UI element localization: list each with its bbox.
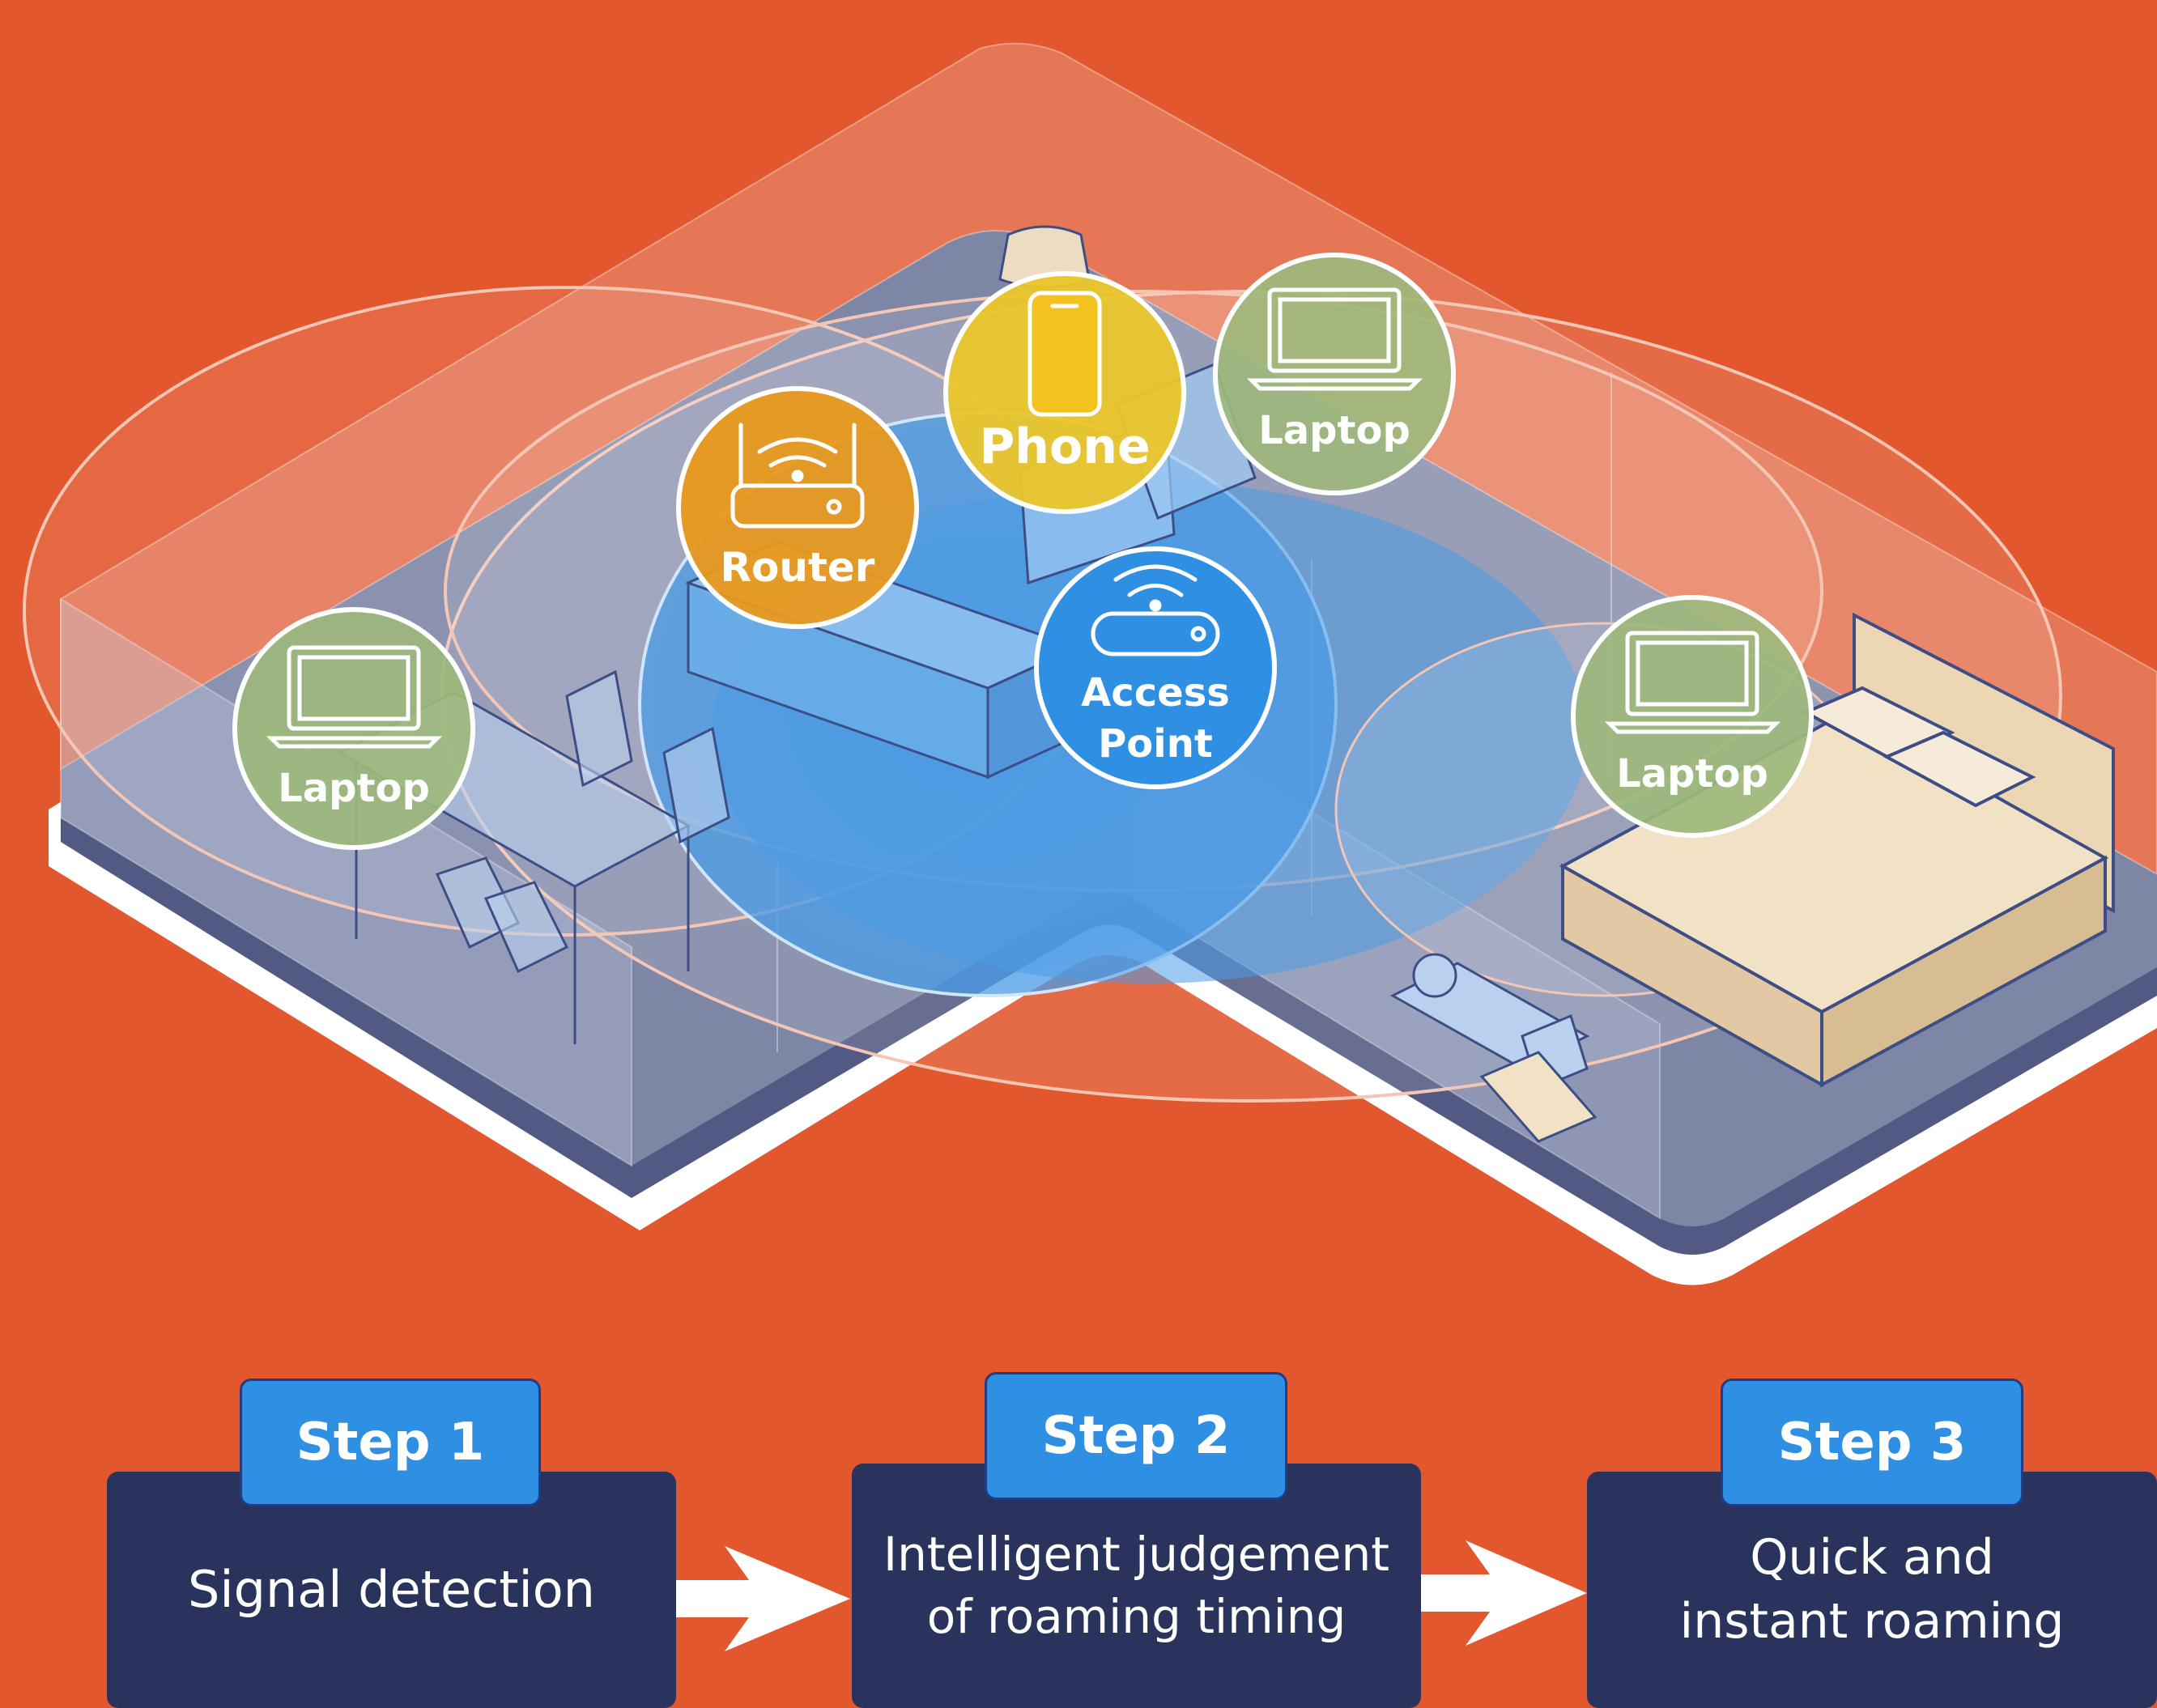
step-3-text-line2: instant roaming [1679, 1593, 2065, 1650]
phone-label: Phone [979, 419, 1150, 475]
step-2-tab: Step 2 [985, 1372, 1287, 1500]
router-icon [730, 423, 865, 529]
step-3-tab-label: Step 3 [1777, 1413, 1967, 1472]
house-roof [60, 42, 2157, 876]
step-1-box: Signal detection [107, 1472, 676, 1708]
laptop-right-node[interactable]: Laptop [1571, 595, 1814, 838]
arrow-step1-to-step2 [676, 1546, 850, 1651]
access-point-label-line2: Point [1098, 721, 1213, 767]
rug [1479, 1051, 1598, 1143]
arrow-step2-to-step3 [1421, 1540, 1587, 1646]
step-3-box: Quick and instant roaming [1587, 1472, 2157, 1708]
step-1-tab-label: Step 1 [296, 1413, 485, 1472]
step-2-tab-label: Step 2 [1041, 1406, 1231, 1466]
laptop-left-label: Laptop [278, 766, 430, 811]
router-node[interactable]: Router [676, 386, 919, 629]
laptop-left-node[interactable]: Laptop [232, 607, 475, 850]
access-point-node[interactable]: Access Point [1034, 546, 1277, 789]
laptop-icon [1604, 631, 1781, 734]
phone-node[interactable]: Phone [943, 271, 1186, 514]
laptop-icon [266, 645, 443, 749]
step-2-box: Intelligent judgement of roaming timing [852, 1464, 1421, 1708]
bed [1559, 612, 2115, 1088]
step-3-tab: Step 3 [1721, 1379, 2023, 1506]
step-3-text-line1: Quick and [1750, 1528, 1994, 1586]
step-2-text-line2: of roaming timing [926, 1589, 1347, 1644]
access-point-icon [1091, 564, 1220, 656]
house-wall-left [60, 597, 632, 1167]
laptop-top-node[interactable]: Laptop [1213, 253, 1456, 495]
router-label: Router [721, 544, 875, 591]
access-point-label-line1: Access [1081, 670, 1230, 716]
laptop-right-label: Laptop [1616, 751, 1768, 797]
phone-icon [1027, 291, 1102, 417]
step-1-text: Signal detection [188, 1560, 595, 1620]
step-2-text-line1: Intelligent judgement [883, 1527, 1389, 1583]
step-1-tab: Step 1 [240, 1379, 541, 1506]
laptop-icon [1246, 287, 1423, 391]
laptop-top-label: Laptop [1258, 408, 1410, 453]
